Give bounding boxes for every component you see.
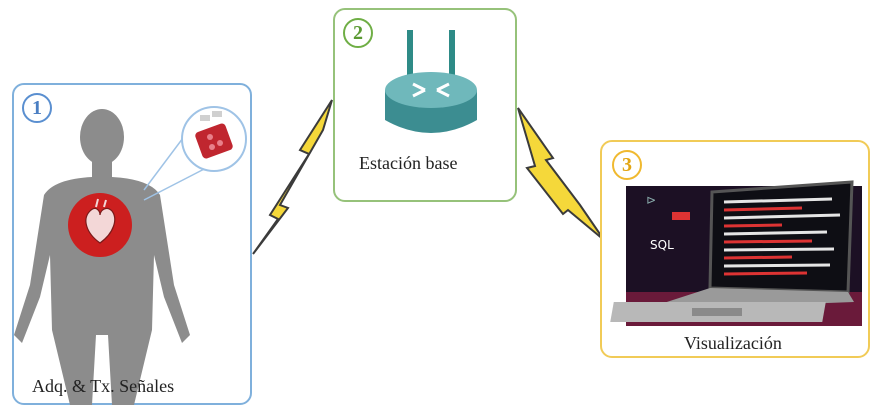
sensor-panel: 1 Adq. & Tx. Señales <box>12 83 252 405</box>
svg-text:⊳: ⊳ <box>646 193 656 207</box>
laptop-icon: ⊳ <box>610 180 862 326</box>
base-station-panel: 2 Estación base <box>333 8 517 202</box>
sensor-board-icon <box>181 106 247 172</box>
step-number-2: 2 <box>343 18 373 48</box>
screen-tag: SQL <box>650 238 674 252</box>
router-icon <box>385 30 477 133</box>
visualization-panel: 3 ⊳ SQL Visualización <box>600 140 870 358</box>
panel-3-label: Visualización <box>684 333 782 353</box>
human-body-icon <box>14 109 190 405</box>
step-number-3: 3 <box>612 150 642 180</box>
lightning-bolt-icon <box>252 99 333 255</box>
step-number-1: 1 <box>22 93 52 123</box>
panel-2-label: Estación base <box>359 153 458 173</box>
lightning-bolt-icon <box>517 107 605 241</box>
panel-1-label: Adq. & Tx. Señales <box>32 376 175 396</box>
heart-icon <box>68 193 132 257</box>
